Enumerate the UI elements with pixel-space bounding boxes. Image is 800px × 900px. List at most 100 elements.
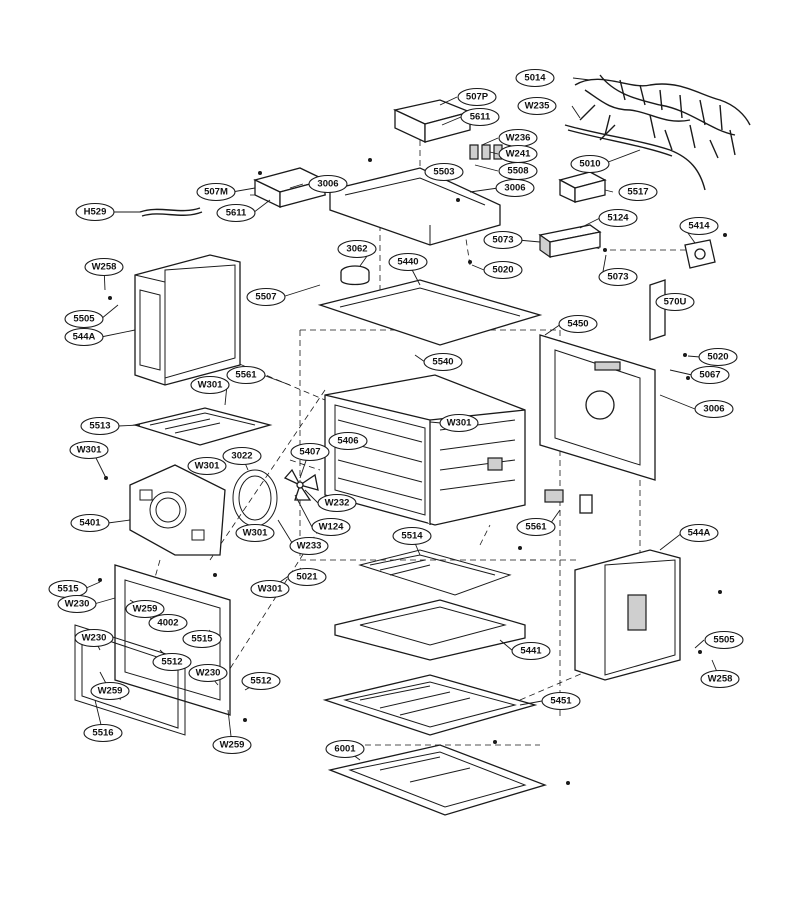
svg-text:5507: 5507 <box>255 292 276 303</box>
callout-5503: 5503 <box>424 162 464 182</box>
svg-text:5020: 5020 <box>492 265 513 276</box>
convection-element-3022 <box>232 469 278 527</box>
svg-text:5512: 5512 <box>161 657 182 668</box>
svg-text:5020: 5020 <box>707 352 728 363</box>
callout-5540: 5540 <box>423 352 463 372</box>
svg-text:5450: 5450 <box>567 319 588 330</box>
wire-harness-5014 <box>574 74 751 159</box>
svg-text:W230: W230 <box>82 633 107 644</box>
callout-5561a: 5561 <box>226 365 266 385</box>
oven-cavity-5406 <box>324 374 526 526</box>
callout-5512b: 5512 <box>241 671 281 691</box>
svg-text:5073: 5073 <box>607 272 628 283</box>
callout-6001: 6001 <box>325 739 365 759</box>
svg-text:5014: 5014 <box>524 73 546 84</box>
svg-text:507M: 507M <box>204 187 228 198</box>
callout-544aa: 544A <box>64 327 104 347</box>
callout-5514: 5514 <box>392 526 432 546</box>
svg-text:W241: W241 <box>506 149 532 160</box>
callout-5021: 5021 <box>287 567 327 587</box>
svg-text:W236: W236 <box>506 133 531 144</box>
svg-text:5516: 5516 <box>92 728 113 739</box>
svg-text:3006: 3006 <box>504 183 525 194</box>
svg-text:W301: W301 <box>243 528 269 539</box>
callout-w124: W124 <box>311 517 351 537</box>
svg-text:5073: 5073 <box>492 235 513 246</box>
screws <box>98 158 727 785</box>
callout-5441: 5441 <box>511 641 551 661</box>
svg-text:5407: 5407 <box>299 447 320 458</box>
svg-text:5505: 5505 <box>73 314 95 325</box>
svg-text:W259: W259 <box>98 686 123 697</box>
svg-text:5540: 5540 <box>432 357 453 368</box>
svg-text:W301: W301 <box>258 584 284 595</box>
bracket-570u <box>649 279 666 341</box>
callout-w259c: W259 <box>212 735 252 755</box>
callout-w301e: W301 <box>235 523 275 543</box>
callout-3006b: 3006 <box>495 178 535 198</box>
wire-w235 <box>564 124 706 191</box>
callout-507m: 507M <box>196 182 236 202</box>
callout-w235: W235 <box>517 96 557 116</box>
callout-5020a: 5020 <box>483 260 523 280</box>
callout-4002: 4002 <box>148 613 188 633</box>
svg-text:W230: W230 <box>65 599 90 610</box>
side-door-544a-left <box>134 254 241 386</box>
svg-text:5561: 5561 <box>235 370 257 381</box>
svg-text:W124: W124 <box>319 522 345 533</box>
callout-5124: 5124 <box>598 208 638 228</box>
callout-w230a: W230 <box>57 594 97 614</box>
svg-text:W232: W232 <box>325 498 350 509</box>
callout-5010: 5010 <box>570 154 610 174</box>
bake-element-5514 <box>358 549 512 596</box>
callout-w258b: W258 <box>700 669 740 689</box>
svg-text:5517: 5517 <box>627 187 648 198</box>
callout-w233: W233 <box>289 536 329 556</box>
svg-text:W301: W301 <box>77 445 103 456</box>
motor-3062 <box>340 265 370 286</box>
callout-5611a: 5611 <box>460 107 500 127</box>
callout-5073b: 5073 <box>598 267 638 287</box>
svg-text:H529: H529 <box>84 207 107 218</box>
control-module-507p <box>392 99 473 144</box>
callout-5451: 5451 <box>541 691 581 711</box>
top-cover-5503 <box>329 167 501 246</box>
rear-panel-5450 <box>539 334 656 481</box>
callout-570u: 570U <box>655 292 695 312</box>
rack-5441 <box>334 599 526 661</box>
callout-5401: 5401 <box>70 513 110 533</box>
svg-text:5515: 5515 <box>191 634 213 645</box>
svg-text:5505: 5505 <box>713 635 735 646</box>
callout-w259b: W259 <box>90 681 130 701</box>
callout-5505a: 5505 <box>64 309 104 329</box>
svg-text:5010: 5010 <box>579 159 600 170</box>
callout-w258a: W258 <box>84 257 124 277</box>
svg-text:W259: W259 <box>220 740 245 751</box>
svg-text:3062: 3062 <box>346 244 367 255</box>
broil-element-5513 <box>132 407 273 446</box>
svg-text:5401: 5401 <box>79 518 101 529</box>
callout-w232: W232 <box>317 493 357 513</box>
switch-5414 <box>684 239 716 269</box>
callout-w259a: W259 <box>125 599 165 619</box>
callout-5505b: 5505 <box>704 630 744 650</box>
callout-labels: 5014 W235 507P 5611 W236 W241 5010 5508 … <box>48 68 744 759</box>
svg-text:W258: W258 <box>708 674 733 685</box>
callout-w236: W236 <box>498 128 538 148</box>
callout-5440: 5440 <box>388 252 428 272</box>
callout-5073a: 5073 <box>483 230 523 250</box>
svg-text:5451: 5451 <box>550 696 572 707</box>
relay-block <box>469 144 503 160</box>
svg-text:5611: 5611 <box>470 112 491 123</box>
callout-3006a: 3006 <box>308 174 348 194</box>
terminal-block-5124 <box>538 224 602 259</box>
harness-h529 <box>139 207 203 217</box>
svg-text:5611: 5611 <box>226 208 247 219</box>
svg-text:5513: 5513 <box>89 421 110 432</box>
svg-text:3022: 3022 <box>231 451 252 462</box>
callout-3006c: 3006 <box>694 399 734 419</box>
svg-text:5503: 5503 <box>433 167 454 178</box>
svg-text:3006: 3006 <box>317 179 338 190</box>
side-door-544a-right <box>574 549 681 681</box>
